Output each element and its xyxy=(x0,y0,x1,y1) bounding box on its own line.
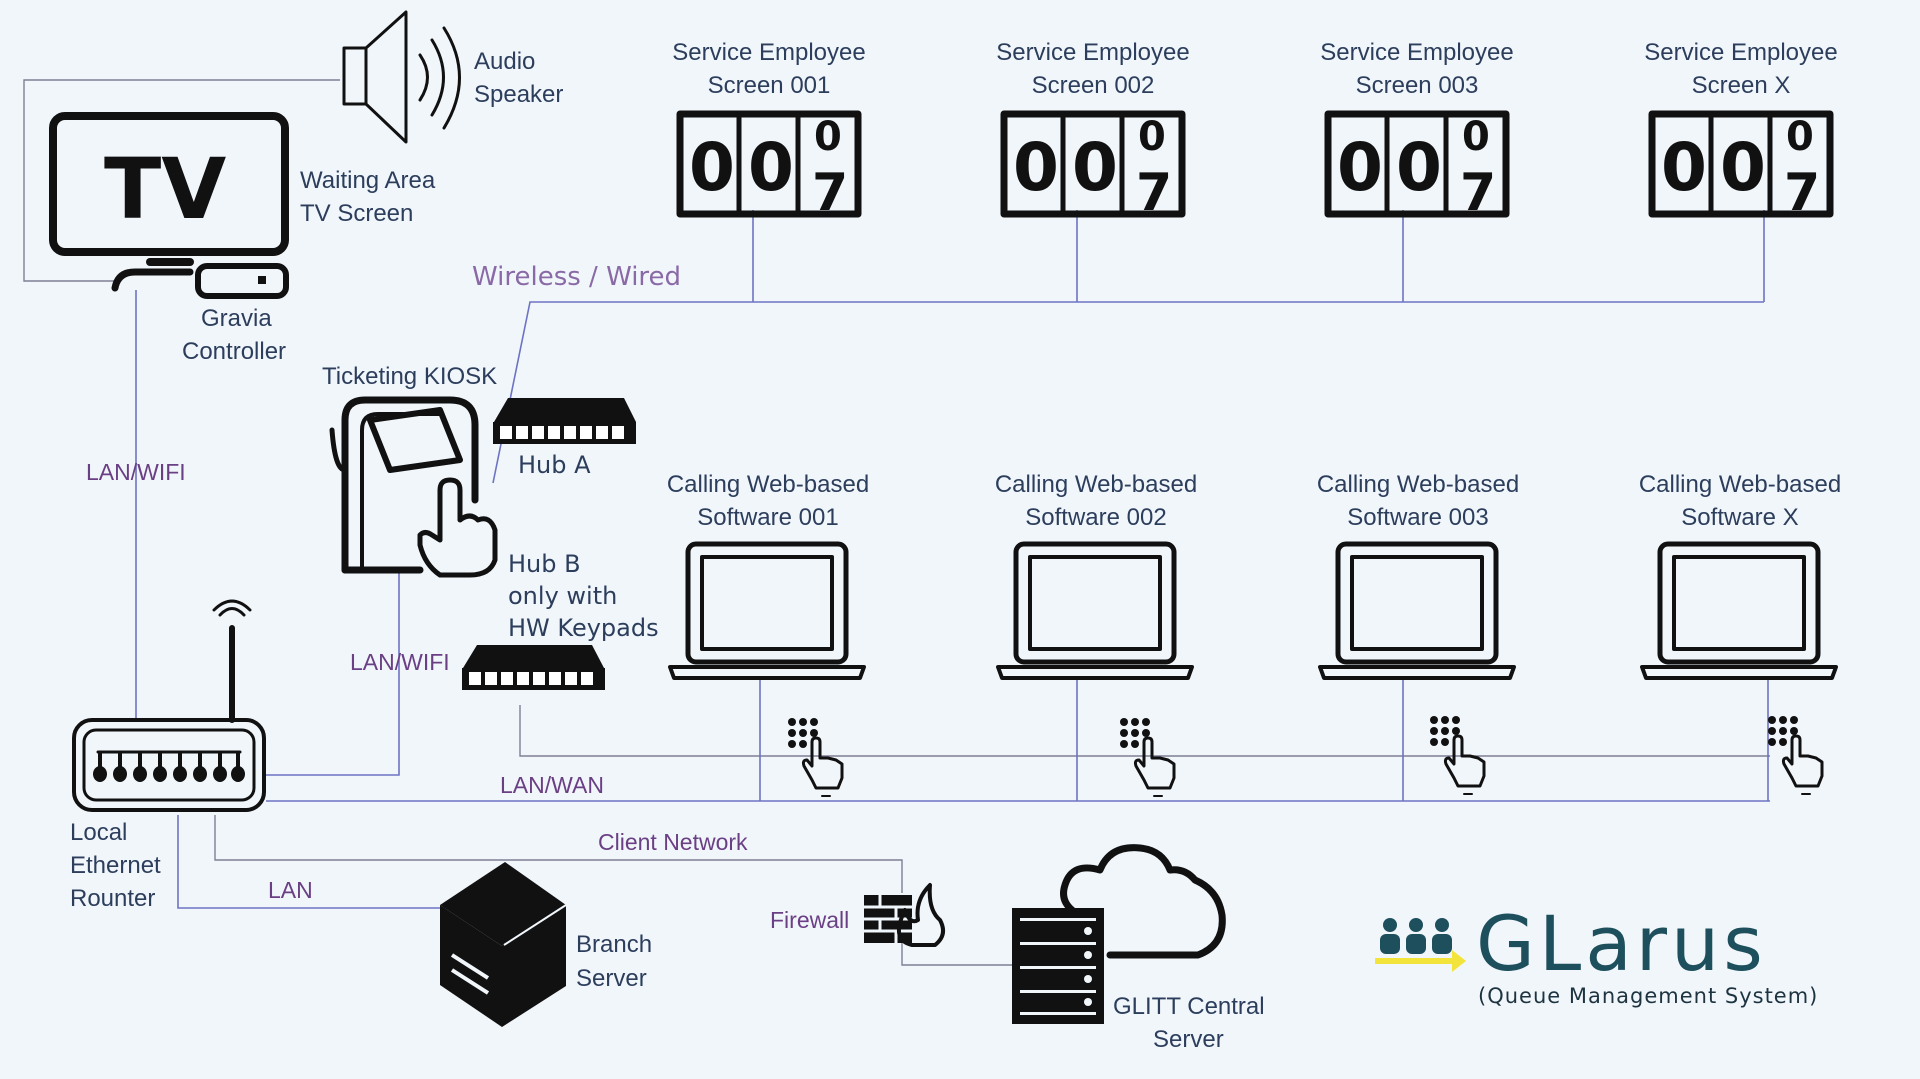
digit-3: 0 xyxy=(1462,114,1490,160)
hub-b: Hub B only with HW Keypads xyxy=(462,550,659,690)
service-screen-title-line1: Service Employee xyxy=(1320,39,1513,66)
service-screen-title-line1: Service Employee xyxy=(996,39,1189,66)
digit-4: 7 xyxy=(1136,163,1172,223)
service-screen-001: Service Employee Screen 001 0 0 0 7 xyxy=(672,39,865,223)
hub-b-label-line2: only with xyxy=(508,582,617,610)
hub-a: Hub A xyxy=(493,398,636,479)
ticketing-kiosk: Ticketing KIOSK xyxy=(322,363,498,578)
service-screen-x: Service Employee Screen X 0 0 0 7 xyxy=(1644,39,1837,223)
calling-software-title-line2: Software 002 xyxy=(1025,504,1166,531)
digit-1: 0 xyxy=(1661,129,1707,206)
service-screen-003: Service Employee Screen 003 0 0 0 7 xyxy=(1320,39,1513,223)
branch-server-label-line2: Server xyxy=(576,965,647,992)
calling-software-title-line1: Calling Web-based xyxy=(667,471,869,498)
laptop-icon xyxy=(668,541,866,680)
router-icon xyxy=(72,599,266,812)
people-icon xyxy=(1375,918,1466,972)
calling-software-title-line1: Calling Web-based xyxy=(1639,471,1841,498)
client-network-label: Client Network xyxy=(598,829,748,855)
calling-software-002: Calling Web-based Software 002 xyxy=(995,471,1197,797)
branch-server: Branch Server xyxy=(440,862,652,1027)
tv-label-line2: TV Screen xyxy=(300,200,413,227)
calling-software-003: Calling Web-based Software 003 xyxy=(1317,471,1519,795)
central-server-label-line2: Server xyxy=(1153,1026,1224,1053)
hub-icon xyxy=(493,398,636,444)
branch-server-label-line1: Branch xyxy=(576,931,652,958)
lan-wifi-label-tv: LAN/WIFI xyxy=(86,459,186,485)
digit-2: 0 xyxy=(1720,129,1766,206)
gravia-label-line2: Controller xyxy=(182,338,286,365)
calling-software-title-line1: Calling Web-based xyxy=(995,471,1197,498)
digit-3: 0 xyxy=(1138,114,1166,160)
controller-icon xyxy=(195,263,289,299)
service-screen-title-line1: Service Employee xyxy=(1644,39,1837,66)
server-icon xyxy=(440,862,567,1027)
hub-b-label-line3: HW Keypads xyxy=(508,614,659,642)
digit-4: 7 xyxy=(1460,163,1496,223)
kiosk-icon xyxy=(329,396,498,578)
digit-4: 7 xyxy=(1784,163,1820,223)
service-screen-title-line2: Screen 002 xyxy=(1032,72,1155,99)
calling-software-title-line2: Software 001 xyxy=(697,504,838,531)
calling-software-title-line1: Calling Web-based xyxy=(1317,471,1519,498)
service-screen-title-line2: Screen 001 xyxy=(708,72,831,99)
wireless-wired-label: Wireless / Wired xyxy=(472,262,681,292)
keypad-icon xyxy=(1430,716,1486,795)
kiosk-label: Ticketing KIOSK xyxy=(322,363,497,390)
firewall-label: Firewall xyxy=(770,907,849,933)
service-screen-002: Service Employee Screen 002 0 0 0 7 xyxy=(996,39,1189,223)
lan-label: LAN xyxy=(268,877,313,903)
keypad-icon xyxy=(1768,716,1824,795)
laptop-icon xyxy=(1640,541,1838,680)
router-label-line1: Local xyxy=(70,819,127,846)
audio-speaker: Audio Speaker xyxy=(342,10,563,144)
laptop-icon xyxy=(996,541,1194,680)
tv-label-line1: Waiting Area xyxy=(300,167,436,194)
calling-software-title-line2: Software X xyxy=(1681,504,1798,531)
firewall xyxy=(864,883,946,947)
glarus-logo: GLarus (Queue Management System) xyxy=(1375,899,1818,1008)
service-screen-title-line1: Service Employee xyxy=(672,39,865,66)
local-ethernet-router: Local Ethernet Rounter xyxy=(70,599,266,912)
tv-screen-text: TV xyxy=(104,140,226,238)
glitt-central-server: GLITT Central Server xyxy=(1012,844,1265,1053)
brand-name: GLarus xyxy=(1476,899,1767,988)
router-label-line2: Ethernet xyxy=(70,852,161,879)
speaker-label-line1: Audio xyxy=(474,48,535,75)
digit-1: 0 xyxy=(1337,129,1383,206)
brand-subtitle: (Queue Management System) xyxy=(1478,984,1818,1008)
speaker-label-line2: Speaker xyxy=(474,81,563,108)
digit-1: 0 xyxy=(689,129,735,206)
central-server-label-line1: GLITT Central xyxy=(1113,993,1265,1020)
router-label-line3: Rounter xyxy=(70,885,155,912)
hub-b-label-line1: Hub B xyxy=(508,550,581,578)
digit-1: 0 xyxy=(1013,129,1059,206)
digit-2: 0 xyxy=(748,129,794,206)
gravia-label-line1: Gravia xyxy=(201,305,272,332)
hub-icon xyxy=(462,645,605,690)
tv-icon xyxy=(49,112,289,292)
waiting-area-tv: TV Waiting Area TV Screen Gravia Control… xyxy=(49,112,436,365)
lan-wan-label: LAN/WAN xyxy=(500,772,604,798)
keypad-icon xyxy=(1120,718,1176,797)
calling-software-title-line2: Software 003 xyxy=(1347,504,1488,531)
calling-software-001: Calling Web-based Software 001 xyxy=(667,471,869,797)
firewall-icon xyxy=(864,883,946,947)
digit-3: 0 xyxy=(814,114,842,160)
lan-wifi-label-kiosk: LAN/WIFI xyxy=(350,649,450,675)
service-screen-title-line2: Screen X xyxy=(1692,72,1791,99)
hub-a-label: Hub A xyxy=(518,451,591,479)
digit-4: 7 xyxy=(812,163,848,223)
service-screen-title-line2: Screen 003 xyxy=(1356,72,1479,99)
digit-3: 0 xyxy=(1786,114,1814,160)
speaker-icon xyxy=(342,10,461,144)
calling-software-x: Calling Web-based Software X xyxy=(1639,471,1841,795)
digit-2: 0 xyxy=(1072,129,1118,206)
cloud-server-icon xyxy=(1012,844,1226,1024)
digit-2: 0 xyxy=(1396,129,1442,206)
keypad-icon xyxy=(788,718,844,797)
laptop-icon xyxy=(1318,541,1516,680)
